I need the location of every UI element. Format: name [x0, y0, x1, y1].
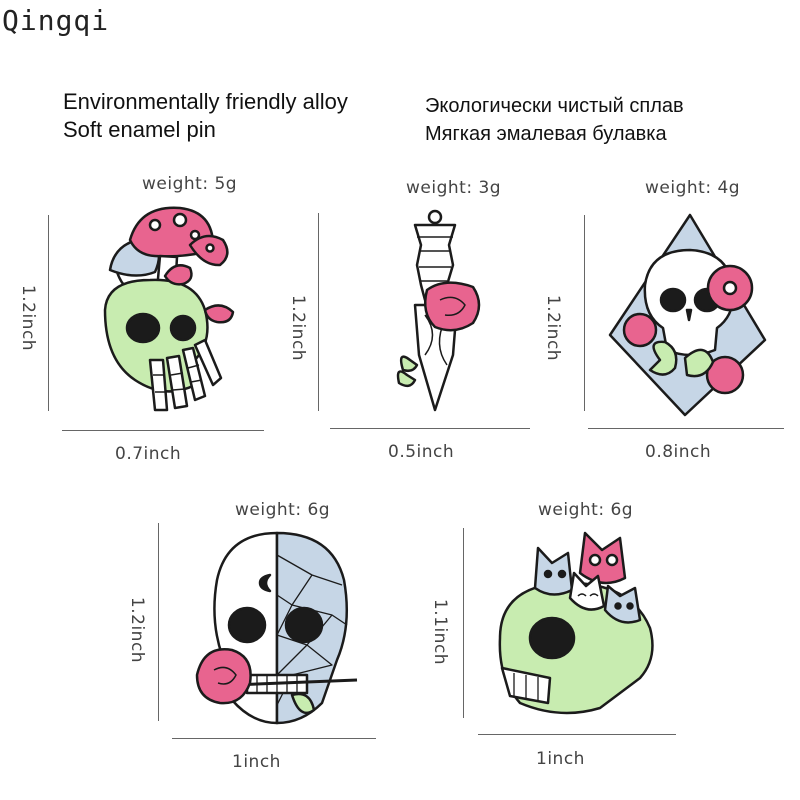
headline-ru-line2: Мягкая эмалевая булавка — [425, 123, 667, 145]
pin1-width-rule — [62, 430, 264, 431]
headline-english: Environmentally friendly alloy Soft enam… — [63, 88, 348, 144]
pin5-width-label: 1inch — [536, 749, 585, 769]
headline-en-line1: Environmentally friendly alloy — [63, 89, 348, 114]
pin3-width-label: 0.8inch — [645, 442, 712, 462]
pin1-weight: weight: 5g — [142, 174, 238, 194]
pin2-weight: weight: 3g — [406, 178, 502, 198]
headline-russian: Экологически чистый сплав Мягкая эмалева… — [425, 92, 684, 148]
pin4-width-rule — [172, 738, 376, 739]
headline-ru-line1: Экологически чистый сплав — [425, 95, 684, 117]
brand-logo: Qingqi — [2, 4, 110, 37]
pin1-width-label: 0.7inch — [115, 444, 182, 464]
pin5-width-rule — [478, 734, 676, 735]
pin4-height-rule — [158, 523, 159, 721]
pin5-weight: weight: 6g — [538, 500, 634, 520]
pin2-width-rule — [330, 428, 530, 429]
crystal-skull-pin-image — [195, 531, 358, 725]
pin2-width-label: 0.5inch — [388, 442, 455, 462]
pin4-weight: weight: 6g — [235, 500, 331, 520]
pin5-height-rule — [463, 528, 464, 718]
pin2-height-rule — [318, 213, 319, 411]
pin4-width-label: 1inch — [232, 752, 281, 772]
pin1-height-rule — [48, 215, 49, 411]
diamond-skull-pin-image — [608, 213, 767, 417]
pin2-height-label: 1.2inch — [288, 294, 308, 362]
pin4-height-label: 1.2inch — [127, 596, 147, 664]
headline-en-line2: Soft enamel pin — [63, 117, 216, 142]
mushroom-skull-pin-image — [103, 206, 235, 412]
pin3-weight: weight: 4g — [645, 178, 741, 198]
pin3-width-rule — [588, 428, 784, 429]
pin3-height-rule — [584, 215, 585, 411]
pin5-height-label: 1.1inch — [430, 598, 450, 666]
pin1-height-label: 1.2inch — [18, 284, 38, 352]
skeleton-dagger-pin-image — [396, 209, 481, 412]
pin3-height-label: 1.2inch — [543, 294, 563, 362]
cat-skull-pin-image — [498, 531, 654, 715]
